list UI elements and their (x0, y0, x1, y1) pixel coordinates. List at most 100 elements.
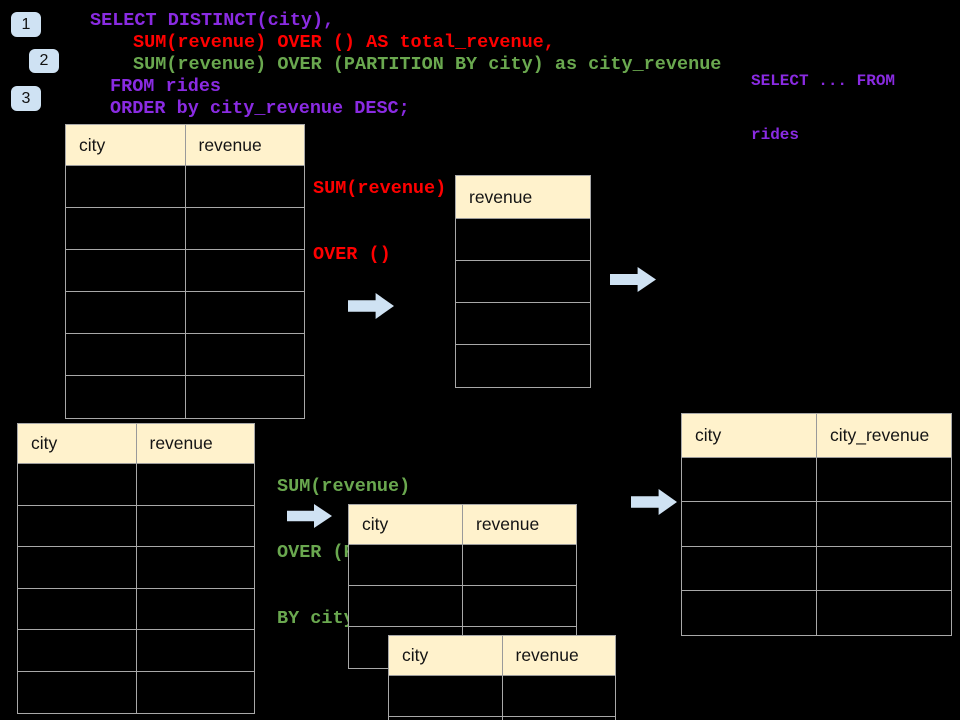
table-cell (185, 208, 304, 250)
table-cell (185, 250, 304, 292)
table-cell (463, 545, 576, 586)
table-row (66, 376, 304, 418)
table-row (682, 502, 951, 547)
step-badge-3: 3 (11, 86, 41, 111)
table-row (66, 250, 304, 292)
table-row (18, 547, 254, 589)
table-row (349, 545, 576, 586)
table-cell (349, 586, 463, 627)
table-row (389, 676, 615, 717)
table-row (682, 590, 951, 635)
table-cell (502, 717, 615, 720)
table-cell (185, 376, 304, 418)
table-cell (18, 671, 137, 713)
column-header: city (389, 636, 503, 676)
column-header: city (349, 505, 463, 545)
table-row (682, 458, 951, 503)
table-cell (349, 545, 463, 586)
table-row (66, 166, 304, 208)
right-arrow-icon (631, 489, 677, 515)
annotation-total-revenue: SUM(revenue) OVER () (313, 134, 446, 310)
table-row (66, 334, 304, 376)
table-cell (502, 676, 615, 717)
column-header: revenue (185, 125, 304, 166)
table-row (456, 219, 590, 261)
annotation-partition-line-1: SUM(revenue) (277, 476, 411, 497)
table-cell (185, 334, 304, 376)
column-header: city (18, 424, 137, 464)
table-cell (18, 547, 137, 589)
column-header: city (682, 414, 817, 458)
table-cell (456, 261, 590, 303)
step-badge-2-label: 2 (39, 52, 49, 69)
sql-line-from: FROM rides (110, 76, 222, 97)
table-cell (463, 586, 576, 627)
table-cell (66, 166, 186, 208)
column-header: revenue (136, 424, 254, 464)
table-cell (18, 630, 137, 672)
step-badge-3-label: 3 (21, 89, 31, 107)
table-cell (456, 303, 590, 345)
table-row (66, 292, 304, 334)
side-note-select-from: SELECT ... FROM rides (751, 36, 895, 180)
table-row (389, 717, 615, 720)
table-cell (136, 588, 254, 630)
column-header: revenue (502, 636, 615, 676)
table-row (349, 586, 576, 627)
table-cell (456, 345, 590, 387)
step-badge-2: 2 (29, 49, 59, 73)
table-cell (817, 546, 951, 591)
table-cell (136, 464, 254, 506)
annotation-total-line-2: OVER () (313, 244, 391, 265)
table-row (456, 303, 590, 345)
table-cell (66, 250, 186, 292)
annotation-total-line-1: SUM(revenue) (313, 178, 447, 199)
table-cell (817, 502, 951, 547)
table-cell (389, 717, 503, 720)
step-badge-1: 1 (11, 12, 41, 37)
step-badge-1-label: 1 (21, 15, 31, 33)
column-header: revenue (463, 505, 576, 545)
table-cell (185, 292, 304, 334)
sql-line-sum-over-total: SUM(revenue) OVER () AS total_revenue, (133, 32, 555, 53)
table-cell (682, 502, 817, 547)
table-cell (136, 547, 254, 589)
table-row (456, 261, 590, 303)
table-cell (185, 166, 304, 208)
table-cell (66, 208, 186, 250)
table-cell (682, 458, 817, 503)
side-note-line-1: SELECT ... FROM (751, 72, 896, 90)
table-cell (817, 590, 951, 635)
table-row (66, 208, 304, 250)
table-cell (682, 590, 817, 635)
table-row (18, 505, 254, 547)
table-cell (456, 219, 590, 261)
table-cell (136, 671, 254, 713)
table-cell (66, 376, 186, 418)
table-cell (682, 546, 817, 591)
table-row (456, 345, 590, 387)
table-cell (18, 588, 137, 630)
column-header: city (66, 125, 186, 166)
table-cell (18, 505, 137, 547)
side-note-line-2: rides (751, 126, 800, 144)
table-row (18, 630, 254, 672)
table-row (18, 464, 254, 506)
table-cell (136, 630, 254, 672)
table-cell (66, 292, 186, 334)
right-arrow-icon (610, 267, 656, 292)
sql-line-select: SELECT DISTINCT(city), (90, 10, 335, 31)
table-total-revenue: revenue (455, 175, 591, 388)
table-header-row: revenue (456, 176, 590, 219)
table-cell (18, 464, 137, 506)
table-cell (136, 505, 254, 547)
table-cell (817, 458, 951, 503)
